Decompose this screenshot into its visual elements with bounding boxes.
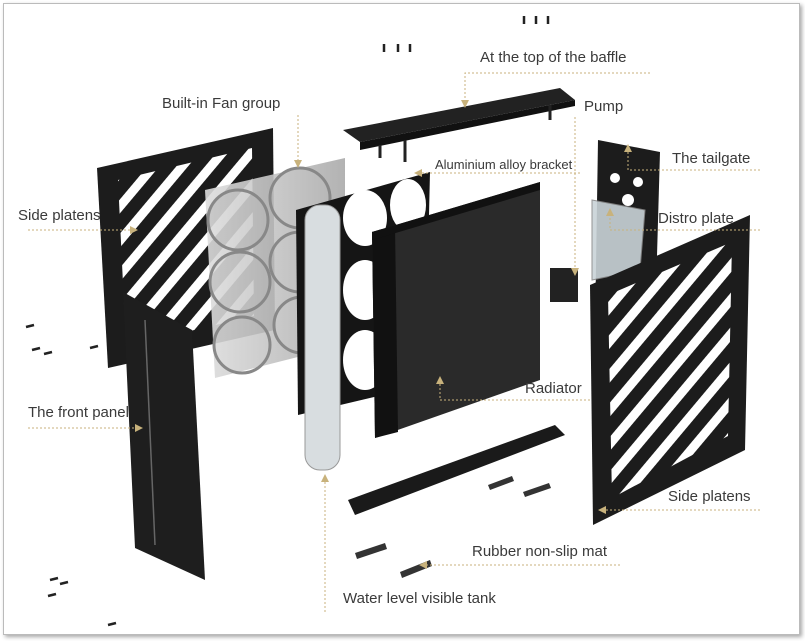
label-tailgate: The tailgate: [672, 150, 751, 167]
label-distro: Distro plate: [658, 210, 734, 227]
label-front-panel: The front panel: [28, 404, 129, 421]
bottom-tray: [348, 425, 565, 515]
front-panel: [123, 292, 205, 580]
label-top-baffle: At the top of the baffle: [480, 49, 627, 66]
label-side-right: Side platens: [668, 488, 751, 505]
water-tank: [304, 204, 341, 471]
label-bracket: Aluminium alloy bracket: [435, 157, 573, 172]
screws: [25, 16, 550, 627]
right-side-panel: [590, 215, 750, 525]
leader-lines: [28, 72, 760, 612]
label-pump: Pump: [584, 98, 624, 115]
radiator: [372, 182, 540, 438]
label-mat: Rubber non-slip mat: [472, 543, 608, 560]
rubber-mats: [355, 476, 551, 578]
pump: [550, 268, 578, 302]
leader-arrows: [130, 100, 632, 569]
label-tank: Water level visible tank: [343, 590, 496, 607]
label-fan-group: Built-in Fan group: [162, 95, 281, 112]
label-radiator: Radiator: [525, 380, 582, 397]
label-side-left: Side platens: [18, 207, 101, 224]
top-baffle: [343, 88, 575, 162]
